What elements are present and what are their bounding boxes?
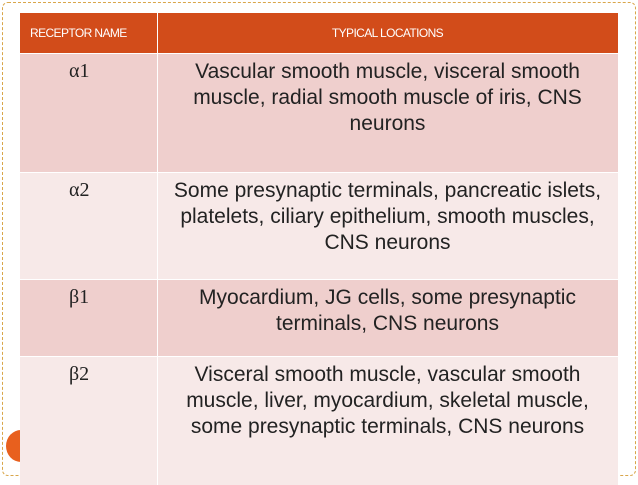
locations-cell: Visceral smooth muscle, vascular smooth … [157, 357, 618, 485]
receptor-name-cell: β2 [20, 357, 157, 485]
receptor-name-cell: β1 [20, 280, 157, 357]
table-row: α1 Vascular smooth muscle, visceral smoo… [20, 54, 618, 173]
table-row: β1 Myocardium, JG cells, some presynapti… [20, 280, 618, 357]
table-row: β2 Visceral smooth muscle, vascular smoo… [20, 357, 618, 485]
header-receptor-name: RECEPTOR NAME [20, 13, 157, 54]
table-header-row: RECEPTOR NAME TYPICAL LOCATIONS [20, 13, 618, 54]
header-typical-locations: TYPICAL LOCATIONS [157, 13, 618, 54]
locations-cell: Some presynaptic terminals, pancreatic i… [157, 173, 618, 280]
locations-cell: Vascular smooth muscle, visceral smooth … [157, 54, 618, 173]
receptor-name-cell: α1 [20, 54, 157, 173]
locations-cell: Myocardium, JG cells, some presynaptic t… [157, 280, 618, 357]
receptor-name-cell: α2 [20, 173, 157, 280]
receptor-table: RECEPTOR NAME TYPICAL LOCATIONS α1 Vascu… [20, 13, 619, 485]
table-row: α2 Some presynaptic terminals, pancreati… [20, 173, 618, 280]
